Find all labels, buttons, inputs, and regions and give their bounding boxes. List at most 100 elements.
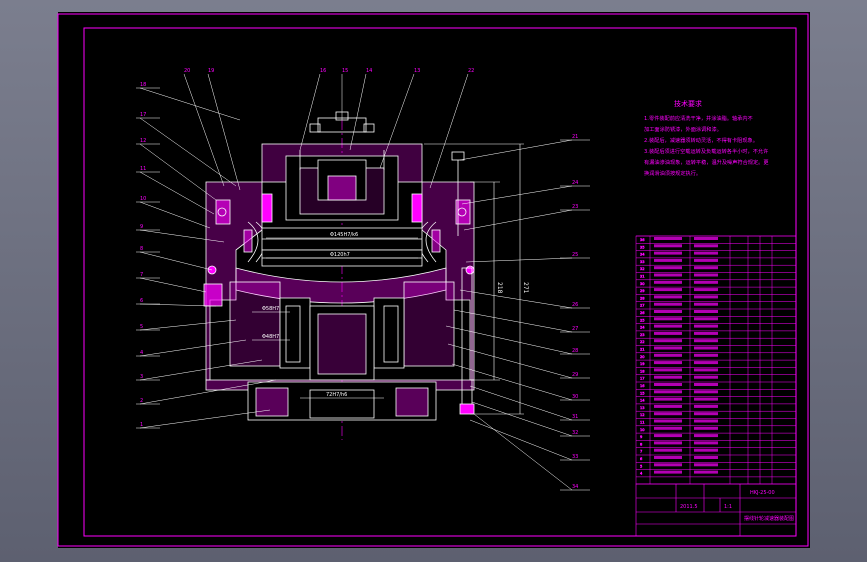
callout-label: 15 [342, 68, 348, 74]
callout-16: 16 [299, 68, 326, 151]
dim-h1: 218 [496, 282, 503, 294]
parts-row-number: 29 [640, 289, 645, 293]
callout-31: 31 [469, 385, 578, 421]
parts-row-number: 36 [640, 238, 645, 242]
parts-row-number: 27 [640, 304, 645, 308]
dimension-lines [252, 143, 524, 415]
callout-6: 6 [139, 298, 217, 307]
dim-d1: Φ145H7/k6 [330, 232, 358, 238]
callout-label: 17 [140, 112, 146, 118]
parts-row-number: 4 [640, 472, 643, 476]
callout-30: 30 [451, 363, 578, 401]
callout-label: 29 [572, 372, 578, 378]
parts-row-number: 15 [640, 391, 645, 395]
dim-d3: Φ58H7 [262, 306, 279, 312]
parts-row-number: 13 [640, 406, 645, 410]
parts-row-number: 6 [640, 457, 643, 461]
callout-label: 2 [140, 398, 143, 404]
callout-26: 26 [459, 289, 578, 309]
callout-15: 15 [341, 68, 348, 120]
parts-row-number: 14 [640, 399, 645, 403]
parts-row-number: 23 [640, 333, 645, 337]
callout-25: 25 [465, 252, 578, 263]
callout-label: 28 [572, 348, 578, 354]
parts-row-number: 19 [640, 362, 645, 366]
tech-line: 换润滑油须按规定执行。 [644, 169, 701, 177]
parts-row-number: 26 [640, 311, 645, 315]
callout-label: 33 [572, 454, 578, 460]
dim-d2: Φ120h7 [330, 252, 350, 258]
callout-label: 11 [140, 166, 146, 172]
tech-line: 加工面涂防锈漆，外面涂调和漆。 [644, 125, 722, 133]
callout-13: 13 [379, 68, 420, 169]
parts-row-number: 8 [640, 442, 643, 446]
right-stud [451, 151, 475, 415]
callout-33: 33 [469, 419, 578, 461]
callout-20: 20 [183, 68, 225, 187]
callout-label: 23 [572, 204, 578, 210]
parts-row-number: 25 [640, 318, 645, 322]
callout-19: 19 [207, 68, 241, 191]
callout-23: 23 [463, 204, 578, 231]
parts-row-number: 9 [640, 435, 643, 439]
callout-label: 12 [140, 138, 146, 144]
callout-label: 9 [140, 224, 143, 230]
tech-line: 1.零件装配前应清洗干净，并涂油脂。轴承内不 [644, 114, 753, 122]
callout-29: 29 [447, 343, 578, 379]
callout-label: 5 [140, 324, 143, 330]
parts-row-number: 28 [640, 296, 645, 300]
callout-11: 11 [139, 166, 215, 215]
callout-label: 20 [184, 68, 190, 74]
callout-label: 4 [140, 350, 143, 356]
parts-row-number: 11 [640, 421, 645, 425]
callout-24: 24 [461, 180, 578, 205]
drawing-title: 摆线针轮减速器装配图 [744, 515, 794, 522]
callout-9: 9 [139, 224, 225, 243]
callout-32: 32 [471, 401, 578, 437]
callout-4: 4 [139, 339, 247, 357]
parts-row-number: 21 [640, 348, 645, 352]
parts-row-number: 22 [640, 340, 645, 344]
parts-row-number: 5 [640, 464, 642, 468]
callout-label: 31 [572, 414, 578, 420]
callout-34: 34 [473, 413, 578, 491]
dim-d5: 72H7/h6 [326, 392, 347, 398]
callout-14: 14 [349, 68, 372, 151]
outer-border [57, 13, 809, 547]
parts-row-number: 33 [640, 260, 645, 264]
parts-row-number: 20 [640, 355, 645, 359]
callout-label: 3 [140, 374, 143, 380]
top-cover [261, 143, 423, 221]
callout-label: 18 [140, 82, 146, 88]
callout-18: 18 [139, 82, 241, 121]
parts-row-number: 30 [640, 282, 645, 286]
callout-7: 7 [139, 272, 207, 293]
callout-label: 26 [572, 302, 578, 308]
drawing-date: 2011.5 [680, 504, 698, 510]
callout-label: 7 [140, 272, 143, 278]
callout-5: 5 [139, 319, 237, 331]
parts-row-number: 32 [640, 267, 645, 271]
callout-label: 1 [140, 422, 143, 428]
callout-21: 21 [459, 134, 578, 161]
callout-label: 22 [468, 68, 474, 74]
parts-row-number: 17 [640, 377, 645, 381]
callout-label: 13 [414, 68, 420, 74]
callout-label: 32 [572, 430, 578, 436]
callout-label: 16 [320, 68, 326, 74]
parts-row-number: 18 [640, 369, 645, 373]
parts-row-number: 7 [640, 450, 642, 454]
tech-line: 3.装配后须进行空载运转及负载运转各半小时，不允许 [644, 147, 768, 155]
parts-row-number: 31 [640, 275, 645, 279]
parts-row-number: 12 [640, 413, 645, 417]
callout-label: 19 [208, 68, 214, 74]
tech-line: 2.装配后，减速器须转动灵活，不得有卡阻现象。 [644, 136, 758, 144]
parts-row-number: 16 [640, 384, 645, 388]
dim-d4: Φ48H7 [262, 334, 279, 340]
parts-row-number: 24 [640, 326, 645, 330]
dim-h2: 271 [522, 282, 529, 294]
